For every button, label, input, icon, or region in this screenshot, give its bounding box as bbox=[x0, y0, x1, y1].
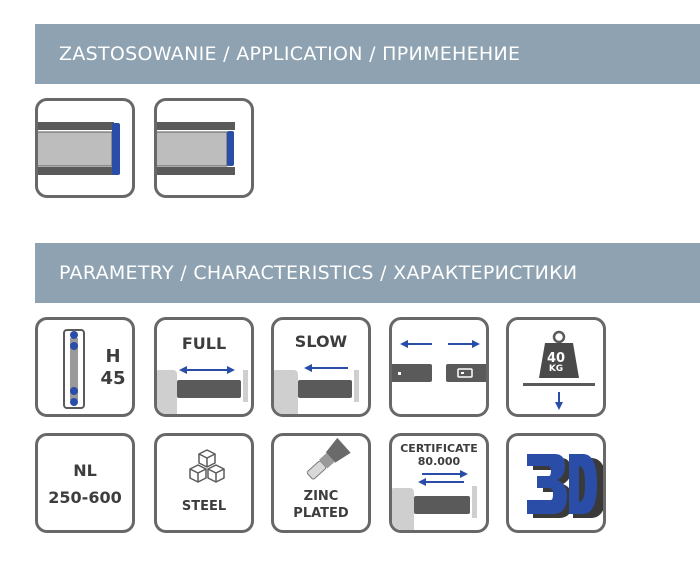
quick-release-icon bbox=[392, 340, 486, 382]
weight-unit: KG bbox=[548, 364, 564, 374]
steel-tile: STEEL bbox=[154, 433, 254, 533]
characteristics-title: PARAMETRY / CHARACTERISTICS / ХАРАКТЕРИС… bbox=[59, 262, 578, 284]
soft-close-icon bbox=[274, 364, 359, 414]
slide-profile-icon bbox=[63, 329, 85, 409]
slow-close-tile: SLOW bbox=[271, 317, 371, 417]
certificate-cycles: 80.000 bbox=[417, 455, 461, 468]
3d-adjustment-tile bbox=[506, 433, 606, 533]
cycle-test-icon bbox=[392, 470, 477, 530]
zinc-line1: ZINC bbox=[303, 489, 339, 504]
application-tile-2 bbox=[154, 98, 254, 198]
zinc-line2: PLATED bbox=[293, 506, 349, 521]
drawer-inset-mount-icon bbox=[157, 122, 235, 175]
drawer-side-mount-icon bbox=[38, 122, 120, 175]
paint-brush-icon bbox=[306, 437, 351, 480]
steel-label: STEEL bbox=[181, 499, 227, 514]
height-letter: H bbox=[105, 346, 121, 367]
slow-label: SLOW bbox=[294, 332, 348, 351]
certificate-tile: CERTIFICATE 80.000 bbox=[389, 433, 489, 533]
steel-cubes-icon bbox=[189, 449, 225, 483]
drawer-removal-tile bbox=[389, 317, 489, 417]
application-banner: ZASTOSOWANIE / APPLICATION / ПРИМЕНЕНИЕ bbox=[35, 24, 700, 84]
load-capacity-tile: 40 KG bbox=[506, 317, 606, 417]
full-extension-icon bbox=[157, 366, 248, 414]
length-range: 250-600 bbox=[48, 488, 122, 507]
nominal-length-tile: NL 250-600 bbox=[35, 433, 135, 533]
3d-icon bbox=[527, 454, 603, 518]
height-tile: H 45 bbox=[35, 317, 135, 417]
weight-icon bbox=[523, 330, 595, 410]
certificate-label: CERTIFICATE bbox=[400, 442, 478, 455]
application-title: ZASTOSOWANIE / APPLICATION / ПРИМЕНЕНИЕ bbox=[59, 43, 521, 65]
height-value: 45 bbox=[100, 368, 126, 389]
length-label: NL bbox=[73, 461, 97, 480]
weight-value: 40 bbox=[546, 351, 566, 366]
characteristics-banner: PARAMETRY / CHARACTERISTICS / ХАРАКТЕРИС… bbox=[35, 243, 700, 303]
zinc-plated-tile: ZINC PLATED bbox=[271, 433, 371, 533]
full-label: FULL bbox=[181, 334, 227, 353]
full-extension-tile: FULL bbox=[154, 317, 254, 417]
application-tile-1 bbox=[35, 98, 135, 198]
